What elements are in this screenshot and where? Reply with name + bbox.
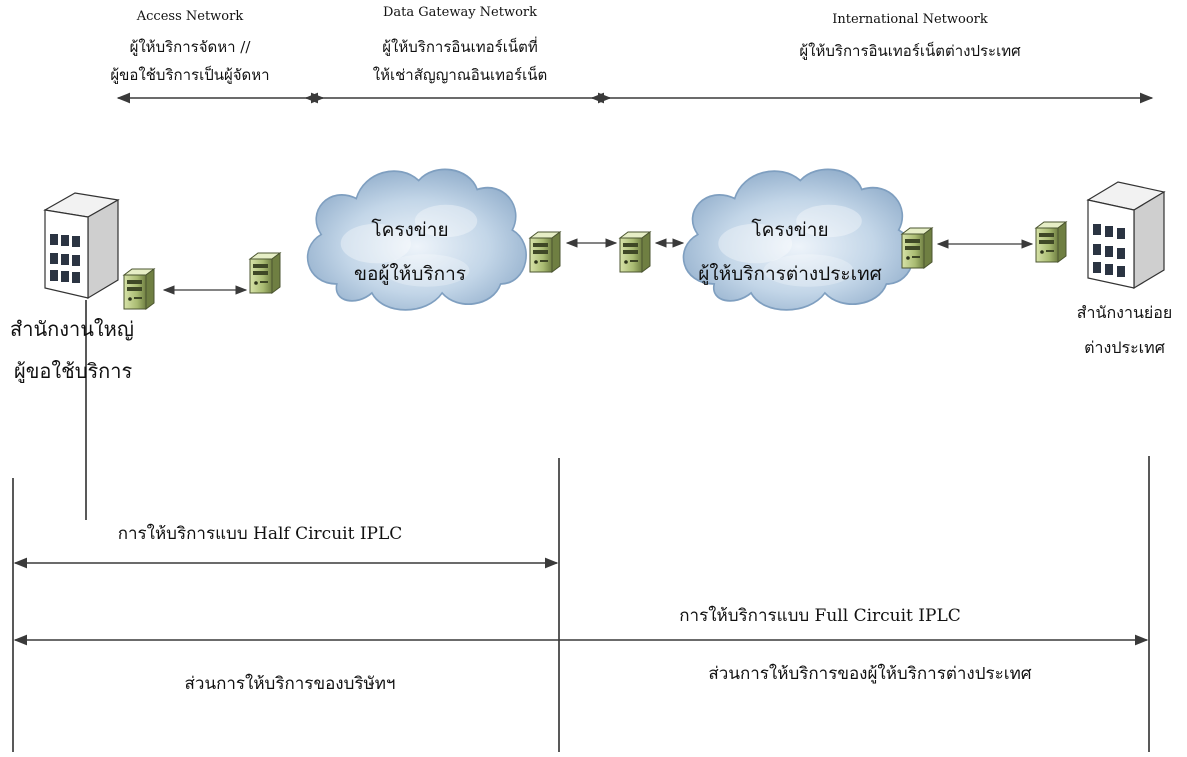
foreign-part-label: ส่วนการให้บริการของผู้ให้บริการต่างประเท… (708, 664, 1032, 684)
branch-label-2: ต่างประเทศ (1084, 338, 1165, 357)
provider-cloud-label-1: โครงข่าย (371, 219, 449, 241)
branch-building-icon (1086, 181, 1166, 290)
full-circuit-label: การให้บริการแบบ Full Circuit IPLC (679, 606, 961, 626)
hq-label-2: ผู้ขอใช้บริการ (14, 359, 133, 383)
server-icon-access (249, 252, 281, 294)
hq-building-icon (43, 192, 120, 300)
gateway-network-desc-2: ให้เช่าสัญญาณอินเทอร์เน็ต (372, 66, 548, 84)
international-network-title: International Netwoork (832, 12, 988, 27)
company-part-label: ส่วนการให้บริการของบริษัทฯ (184, 674, 396, 694)
server-icon-branch (1035, 221, 1067, 263)
access-network-desc-2: ผู้ขอใช้บริการเป็นผู้จัดหา (110, 66, 270, 84)
gateway-network-desc-1: ผู้ให้บริการอินเทอร์เน็ตที่ (382, 38, 538, 56)
server-icon-gateway-a (529, 231, 561, 273)
server-icon-gateway-b (619, 231, 651, 273)
access-network-title: Access Network (136, 9, 244, 24)
server-icon-hq (123, 268, 155, 310)
gateway-network-title: Data Gateway Network (382, 5, 538, 20)
branch-label-1: สำนักงานย่อย (1076, 303, 1173, 322)
half-circuit-label: การให้บริการแบบ Half Circuit IPLC (117, 524, 403, 544)
international-network-desc: ผู้ให้บริการอินเทอร์เน็ตต่างประเทศ (799, 42, 1021, 60)
provider-cloud-label-2: ขอผู้ให้บริการ (354, 263, 466, 285)
foreign-cloud-label-1: โครงข่าย (751, 219, 829, 241)
hq-label-1: สำนักงานใหญ่ (10, 317, 134, 341)
foreign-cloud-label-2: ผู้ให้บริการต่างประเทศ (698, 263, 882, 285)
access-network-desc-1: ผู้ให้บริการจัดหา // (129, 38, 251, 56)
